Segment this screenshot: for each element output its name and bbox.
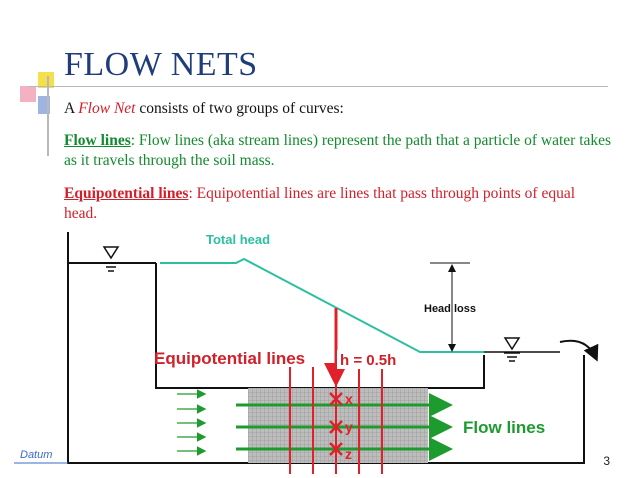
h-label-box: [337, 350, 409, 369]
outflow-arrow: [559, 339, 599, 362]
intro-paragraph: A Flow Net consists of two groups of cur…: [64, 99, 612, 119]
intro-prefix: A: [64, 100, 79, 117]
decor-vertical-rule: [47, 76, 49, 156]
slide-title: FLOW NETS: [64, 46, 258, 83]
decor-square-pink: [20, 86, 36, 102]
datum-label: Datum: [20, 449, 52, 461]
flow-lines-text: : Flow lines (aka stream lines) represen…: [64, 132, 612, 169]
flow-lines-term: Flow lines: [64, 132, 131, 149]
equipotential-label: Equipotential lines: [154, 349, 305, 368]
point-markers: [329, 392, 343, 456]
left-water-level-symbol: [102, 246, 120, 272]
decor-square-yellow: [38, 72, 54, 88]
equipotential-text: : Equipotential lines are lines that pas…: [64, 185, 576, 222]
intro-term: Flow Net: [78, 100, 136, 117]
decor-horizontal-rule: [28, 86, 608, 87]
intro-suffix: consists of two groups of curves:: [135, 100, 344, 117]
total-head-label: Total head: [206, 232, 270, 247]
flow-lines-paragraph: Flow lines: Flow lines (aka stream lines…: [64, 131, 612, 171]
equipotential-term: Equipotential lines: [64, 185, 189, 202]
point-z-label: z: [345, 446, 352, 462]
page-number: 3: [603, 454, 610, 468]
point-x-label: x: [345, 391, 353, 407]
inflow-arrows: [177, 389, 207, 456]
flow-lines-label: Flow lines: [463, 418, 545, 437]
head-loss-label: Head loss: [424, 303, 476, 315]
point-y-label: y: [345, 419, 353, 435]
head-loss-dimension: [430, 262, 470, 352]
total-head-line: [160, 257, 484, 353]
h-label: h = 0.5h: [340, 352, 396, 369]
equipotential-paragraph: Equipotential lines: Equipotential lines…: [64, 184, 612, 224]
right-water-level-symbol: [503, 337, 521, 362]
